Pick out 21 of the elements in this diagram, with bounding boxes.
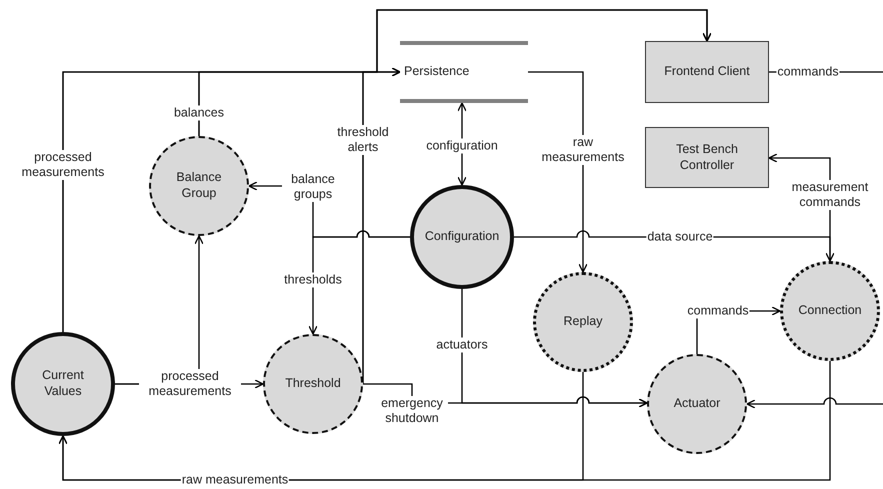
- node-label: Balance Group: [175, 170, 223, 202]
- edge-label: balances: [172, 106, 226, 120]
- node-label: Actuator: [674, 396, 720, 412]
- node-label: Persistence: [404, 64, 470, 80]
- node-label: Test Bench Controller: [675, 142, 739, 174]
- arrow: [308, 230, 410, 335]
- arrow: [528, 71, 588, 273]
- edge-label: actuators: [435, 338, 489, 352]
- arrow: [362, 9, 712, 384]
- edge-label: thresholds: [283, 272, 343, 288]
- external-entity-box: [645, 41, 769, 103]
- node-label: Replay: [564, 314, 602, 330]
- external-entity-box: [645, 127, 769, 188]
- node-label: Frontend Client: [664, 64, 750, 80]
- node-label: Configuration: [424, 229, 500, 245]
- node-label: Threshold: [285, 376, 341, 392]
- arrow: [746, 397, 883, 409]
- edge-label: commands: [686, 304, 750, 318]
- node-label: Connection: [798, 303, 862, 319]
- edge-label: configuration: [425, 138, 499, 154]
- node-label: Current Values: [41, 368, 85, 400]
